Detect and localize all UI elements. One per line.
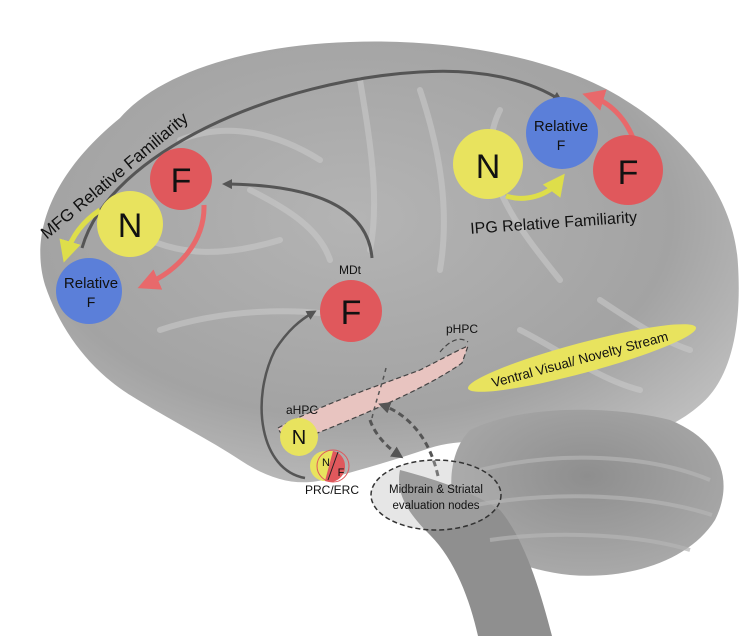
ahpc-n-label: N — [292, 427, 306, 449]
mdt-to-mfg-f-arrow — [222, 179, 374, 259]
evaluation-to-hpc-dashed-arrow — [378, 402, 440, 477]
hpc-crossing-dashed-line — [371, 367, 387, 419]
ipg-f-to-relative-arrow — [582, 89, 636, 139]
mfg-n-to-relative-arrow — [59, 207, 102, 263]
brainstem-shape — [399, 470, 552, 636]
ipg-n-to-relative-arrow — [505, 173, 565, 201]
evaluation-label-line1: Midbrain & Striatal — [389, 484, 483, 496]
prc-to-mdt-arrow — [260, 310, 317, 480]
phpc-tail — [439, 338, 469, 353]
prc-node-outline — [316, 449, 350, 483]
mfg-n-node — [97, 191, 163, 257]
prc-n-label: N — [322, 457, 330, 469]
prc-f-label: F — [338, 467, 345, 479]
mfg-relative-label-line2: F — [87, 294, 96, 310]
evaluation-label-line2: evaluation nodes — [393, 500, 480, 512]
phpc-label: pHPC — [446, 322, 478, 336]
ipg-n-label: N — [476, 148, 501, 186]
prc-novelty-half — [310, 451, 333, 481]
mfg-relative-label-line1: Relative — [64, 275, 118, 292]
ahpc-n-node — [280, 418, 318, 456]
prc-divider — [327, 451, 339, 481]
ipg-n-node — [453, 129, 523, 199]
ahpc-label: aHPC — [286, 403, 318, 417]
cerebellum-folia — [474, 455, 713, 552]
mfg-f-node — [150, 148, 212, 210]
mfg-n-label: N — [118, 207, 143, 245]
mdt-f-node — [320, 280, 382, 342]
cerebellum-shape — [451, 409, 724, 576]
hpc-to-evaluation-dashed-arrow — [368, 419, 404, 459]
ipg-f-label: F — [618, 154, 639, 192]
mfg-relative-f-node — [56, 258, 122, 324]
mdt-f-label: F — [341, 294, 362, 332]
mdt-label: MDt — [339, 263, 362, 277]
mfg-to-ipg-arrow — [80, 69, 563, 249]
ipg-f-node — [593, 135, 663, 205]
mfg-f-to-relative-arrow — [137, 204, 207, 290]
ipg-relative-label-line1: Relative — [534, 118, 588, 135]
ventral-stream-ellipse — [467, 324, 697, 392]
mfg-f-label: F — [171, 162, 192, 200]
ipg-relative-label-line2: F — [557, 137, 566, 153]
prc-erc-label: PRC/ERC — [305, 483, 359, 497]
ipg-relative-f-node — [526, 97, 598, 169]
evaluation-nodes-ellipse — [370, 459, 502, 531]
